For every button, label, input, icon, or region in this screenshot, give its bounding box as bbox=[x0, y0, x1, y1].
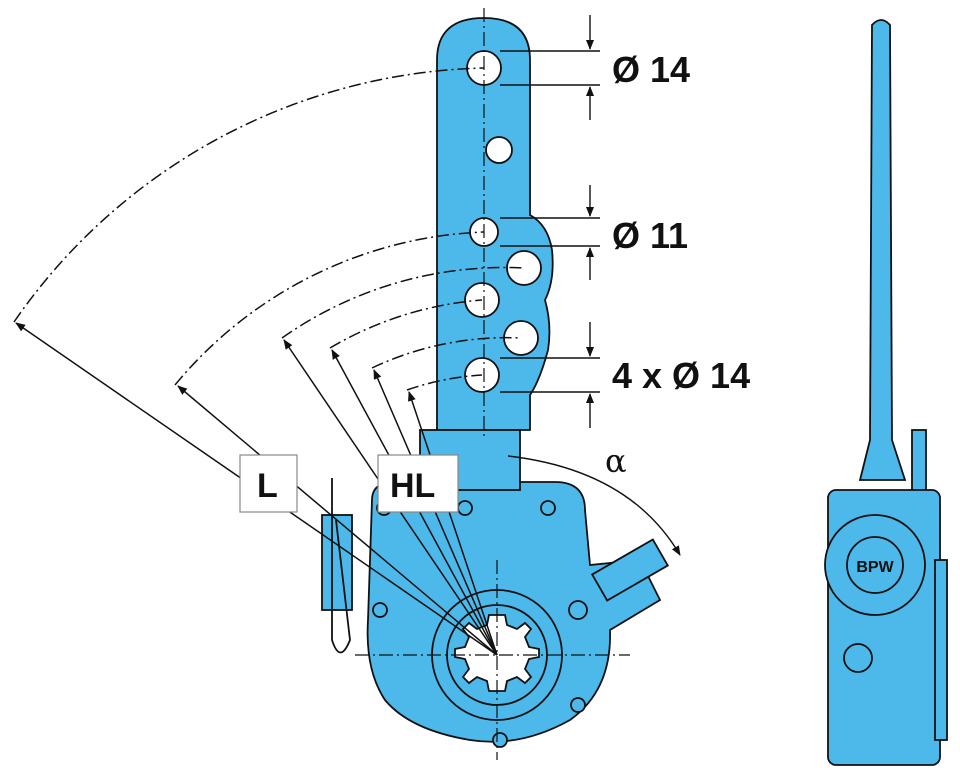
dim-hole-top: Ø 14 bbox=[612, 49, 690, 90]
length-HL-label: HL bbox=[390, 467, 435, 505]
dim-holes-bottom: 4 x Ø 14 bbox=[612, 355, 750, 396]
dim-hole-mid: Ø 11 bbox=[612, 215, 688, 256]
centerlines bbox=[355, 8, 630, 760]
cotter-pin bbox=[331, 478, 351, 654]
length-L-label: L bbox=[257, 467, 278, 505]
side-lever bbox=[858, 19, 907, 481]
L-box bbox=[239, 454, 298, 513]
worm-shaft bbox=[590, 538, 670, 602]
side-view bbox=[824, 19, 948, 766]
bpw-logo: BPW bbox=[856, 559, 894, 576]
angle-label: α bbox=[605, 442, 627, 480]
radius-arcs bbox=[13, 67, 525, 391]
hole-dimensions bbox=[500, 15, 681, 556]
HL-box bbox=[377, 454, 459, 513]
